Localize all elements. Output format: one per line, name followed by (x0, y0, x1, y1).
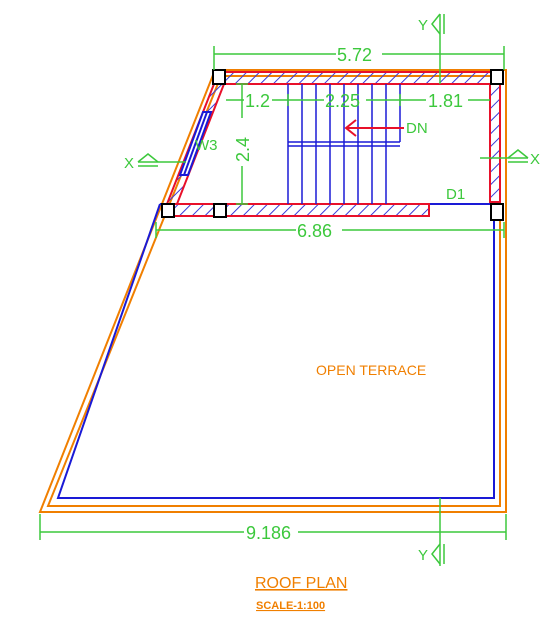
drawing-scale: SCALE-1:100 (256, 600, 325, 612)
stair-arrow (344, 119, 404, 137)
dim-segment-stair: 2.25 (325, 91, 360, 111)
section-mark-x-left: X (124, 155, 134, 172)
dimension-stair-depth (236, 83, 248, 205)
dim-stair-depth: 2.4 (233, 137, 253, 162)
dimension-top-overall (213, 46, 505, 70)
stair-direction-label: DN (406, 120, 428, 137)
dim-segment-right: 1.81 (428, 91, 463, 111)
dim-top-overall: 5.72 (337, 45, 372, 65)
columns (161, 69, 504, 221)
dimension-bottom-width (39, 514, 507, 540)
terrace-outline (56, 203, 495, 499)
dim-mid-width: 6.86 (297, 221, 332, 241)
outer-outline (38, 69, 507, 513)
drawing-title: ROOF PLAN (255, 575, 347, 592)
dimension-segments (226, 94, 490, 106)
section-line-x (137, 149, 529, 167)
dim-bottom-width: 9.186 (246, 523, 291, 543)
window-w3 (178, 111, 213, 176)
dimension-mid-width (155, 222, 505, 238)
dim-segment-left: 1.2 (245, 91, 270, 111)
section-mark-y-top: Y (418, 17, 428, 34)
section-mark-x-right: X (530, 151, 540, 168)
section-line-y (431, 13, 445, 566)
room-label-open-terrace: OPEN TERRACE (316, 362, 426, 378)
window-tag: W3 (195, 137, 218, 154)
section-mark-y-bottom: Y (418, 547, 428, 564)
door-tag: D1 (446, 186, 465, 203)
staircase (287, 84, 401, 204)
